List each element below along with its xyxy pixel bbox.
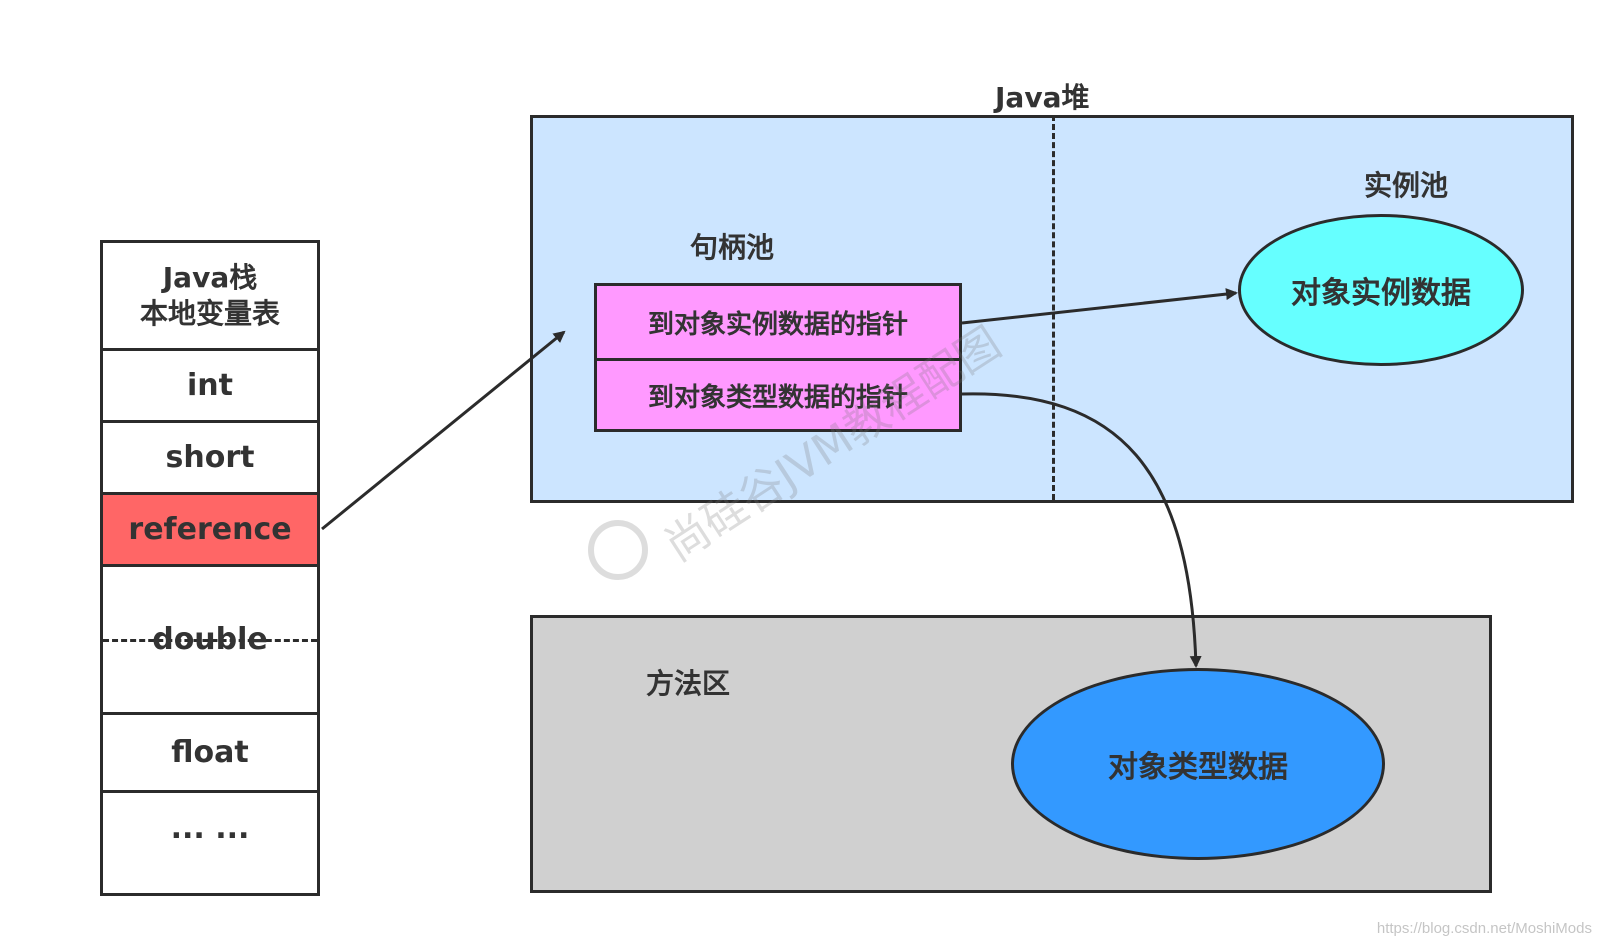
stack-item-short: short [103, 423, 317, 495]
heap-title: Java堆 [995, 81, 1090, 114]
stack-item-label: float [171, 735, 249, 770]
stack-item-reference: reference [103, 495, 317, 567]
instance-data-ellipse: 对象实例数据 [1238, 214, 1524, 366]
stack-item-label: short [165, 440, 255, 475]
stack-item-label: reference [128, 512, 292, 547]
stack-item-int: int [103, 351, 317, 423]
handle-pool-label: 句柄池 [690, 231, 775, 264]
java-stack: Java栈 本地变量表 int short reference double f… [100, 240, 320, 896]
instance-pool-label: 实例池 [1364, 169, 1449, 202]
instance-data-label: 对象实例数据 [1291, 276, 1471, 311]
arrow-reference-to-handle [321, 330, 566, 531]
pointer-type-label: 到对象类型数据的指针 [647, 382, 908, 413]
watermark-logo [588, 520, 648, 580]
double-divider [103, 639, 317, 642]
stack-item-float: float [103, 715, 317, 793]
arrow-pointer-to-instance [961, 288, 1238, 325]
stack-title-line2: 本地变量表 [139, 296, 280, 330]
arrow-pointer-to-type [961, 392, 1202, 668]
stack-header: Java栈 本地变量表 [103, 243, 317, 351]
pointer-instance-label: 到对象实例数据的指针 [647, 309, 908, 340]
type-data-ellipse: 对象类型数据 [1011, 668, 1385, 860]
pointer-to-instance-data: 到对象实例数据的指针 [594, 283, 962, 361]
heap-divider [1052, 115, 1055, 500]
pointer-to-type-data: 到对象类型数据的指针 [594, 358, 962, 432]
stack-title-line1: Java栈 [162, 260, 258, 294]
stack-item-double: double [103, 567, 317, 715]
method-area-label: 方法区 [646, 667, 731, 700]
type-data-label: 对象类型数据 [1108, 750, 1288, 785]
stack-item-label: ... ... [170, 811, 250, 846]
stack-item-more: ... ... [103, 793, 317, 881]
stack-item-label: int [187, 368, 233, 403]
footer-url: https://blog.csdn.net/MoshiMods [1376, 920, 1592, 937]
stack-item-label: double [152, 622, 268, 657]
